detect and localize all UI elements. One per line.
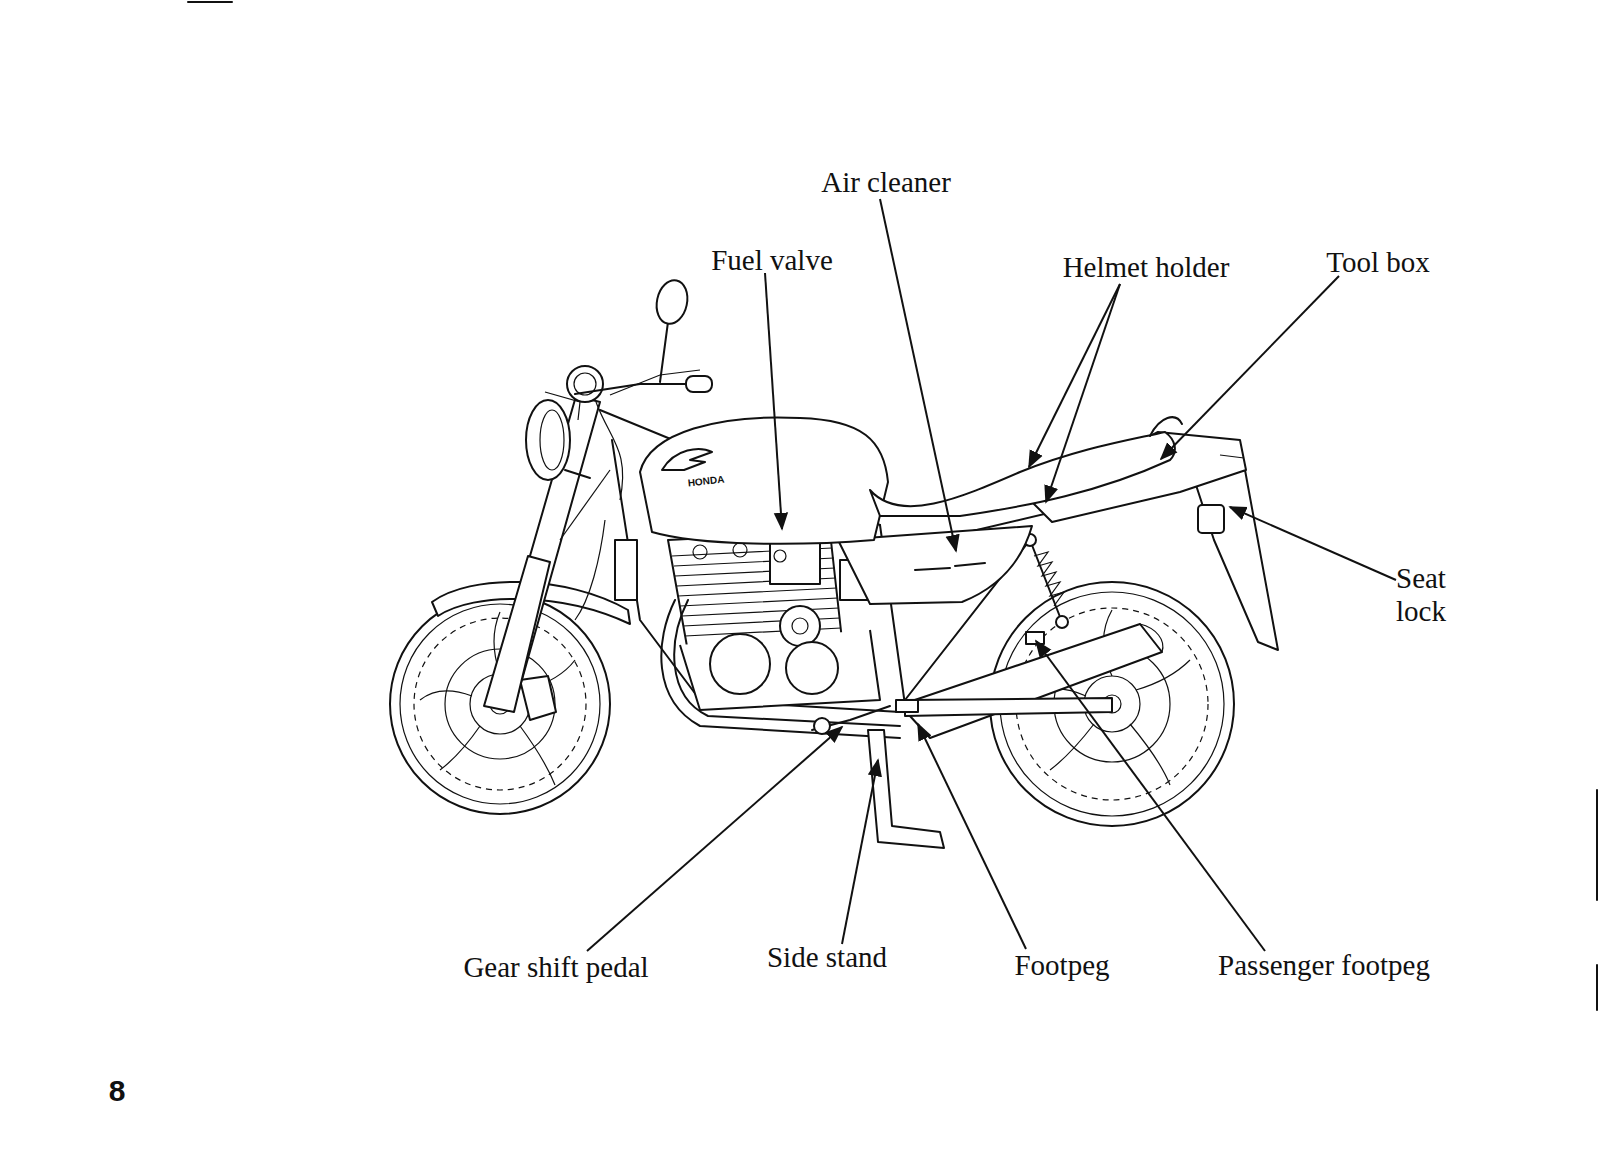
page-number: 8	[109, 1074, 126, 1107]
leader-line	[1161, 276, 1339, 459]
leader-line	[880, 199, 956, 551]
passenger-footpeg-part	[1026, 632, 1044, 644]
page-mark	[188, 1, 232, 3]
margin-mark	[1596, 965, 1598, 1010]
part-label: Fuel valve	[711, 244, 833, 277]
speedometer	[567, 366, 603, 402]
gear-pedal-part	[814, 718, 830, 734]
turn-signal	[1198, 505, 1224, 533]
part-label: Tool box	[1326, 246, 1430, 279]
tank-wing-logo	[662, 449, 712, 470]
tank-logo-text: HONDA	[687, 474, 725, 489]
rear-fender	[1195, 470, 1278, 650]
leader-line	[765, 273, 782, 529]
part-label: Gear shift pedal	[463, 951, 648, 984]
side-cover-badge	[915, 563, 985, 570]
front-fork	[484, 396, 610, 712]
fuel-tank	[640, 417, 888, 543]
part-label: Air cleaner	[821, 166, 951, 199]
leader-line	[842, 760, 878, 944]
leader-line	[1230, 507, 1396, 580]
leader-line	[1036, 641, 1265, 951]
part-label: Passenger footpeg	[1218, 949, 1430, 982]
tail-light	[1220, 455, 1244, 458]
grab-handle	[1150, 417, 1182, 436]
leader-line	[1046, 284, 1120, 502]
side-stand-part	[868, 730, 944, 848]
part-label: Footpeg	[1014, 949, 1109, 982]
part-label: Seat lock	[1396, 562, 1476, 628]
exhaust	[661, 600, 1163, 738]
leader-line	[1029, 284, 1120, 467]
footpeg-part	[896, 700, 918, 712]
margin-mark	[1596, 790, 1598, 900]
rear-shock	[1024, 534, 1068, 628]
leader-line	[587, 727, 842, 951]
seat	[870, 432, 1175, 516]
leader-lines	[587, 199, 1396, 951]
leader-line	[918, 724, 1026, 949]
headlight	[526, 392, 590, 480]
part-label: Helmet holder	[1063, 251, 1230, 284]
part-label: Side stand	[767, 941, 887, 974]
